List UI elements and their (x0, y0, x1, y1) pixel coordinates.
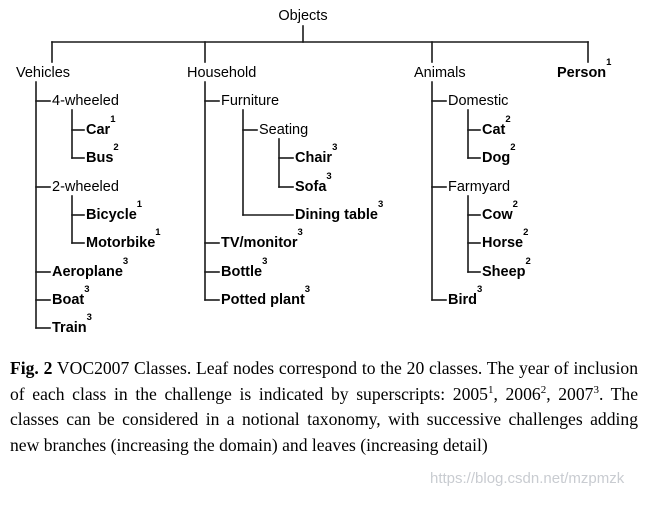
caption-sup-2007: 3 (593, 383, 599, 396)
tree-node-vehicles[interactable]: Vehicles (16, 65, 70, 81)
tree-node-superscript-cat: 2 (505, 114, 510, 125)
tree-connector-lines (35, 25, 589, 329)
tree-node-label-bicycle: Bicycle (86, 207, 137, 223)
tree-node-tvmonitor[interactable]: TV/monitor3 (221, 227, 303, 251)
tree-node-label-objects: Objects (278, 8, 327, 24)
tree-node-label-cat: Cat (482, 122, 506, 138)
tree-node-superscript-bicycle: 1 (137, 199, 143, 210)
tree-node-cat[interactable]: Cat2 (482, 114, 511, 138)
tree-node-cow[interactable]: Cow2 (482, 199, 518, 223)
tree-node-dog[interactable]: Dog2 (482, 142, 515, 166)
tree-node-superscript-motorbike: 1 (155, 227, 161, 238)
tree-node-label-bus: Bus (86, 150, 113, 166)
tree-node-superscript-sheep: 2 (526, 256, 531, 267)
tree-node-animals[interactable]: Animals (414, 65, 466, 81)
tree-node-aeroplane[interactable]: Aeroplane3 (52, 256, 128, 280)
figure-caption-text: VOC2007 Classes. Leaf nodes correspond t… (10, 358, 638, 455)
tree-node-label-4wheeled: 4-wheeled (52, 93, 119, 109)
tree-node-superscript-aeroplane: 3 (123, 256, 128, 267)
tree-node-car[interactable]: Car1 (86, 114, 116, 138)
tree-node-bicycle[interactable]: Bicycle1 (86, 199, 143, 223)
tree-node-label-horse: Horse (482, 235, 523, 251)
tree-node-label-aeroplane: Aeroplane (52, 264, 123, 280)
tree-node-bird[interactable]: Bird3 (448, 284, 482, 308)
tree-node-superscript-dog: 2 (510, 142, 515, 153)
caption-sup-2005: 1 (487, 383, 494, 396)
tree-node-superscript-cow: 2 (513, 199, 518, 210)
tree-node-superscript-car: 1 (110, 114, 116, 125)
tree-node-label-diningtable: Dining table (295, 207, 378, 223)
tree-node-seating[interactable]: Seating (259, 122, 308, 138)
tree-node-superscript-bird: 3 (477, 284, 482, 295)
tree-node-superscript-sofa: 3 (326, 171, 331, 182)
tree-node-label-domestic: Domestic (448, 93, 508, 109)
tree-node-label-person: Person (557, 65, 606, 81)
tree-node-furniture[interactable]: Furniture (221, 93, 279, 109)
tree-node-label-boat: Boat (52, 292, 84, 308)
tree-node-objects: Objects (278, 8, 327, 24)
tree-node-train[interactable]: Train3 (52, 312, 92, 336)
tree-node-bottle[interactable]: Bottle3 (221, 256, 267, 280)
watermark-text: https://blog.csdn.net/mzpmzk (430, 470, 625, 487)
tree-node-motorbike[interactable]: Motorbike1 (86, 227, 161, 251)
tree-node-household[interactable]: Household (187, 65, 256, 81)
tree-node-label-car: Car (86, 122, 111, 138)
tree-node-superscript-pottedplant: 3 (305, 284, 310, 295)
caption-sup-2006: 2 (540, 383, 547, 396)
tree-node-label-dog: Dog (482, 150, 510, 166)
tree-node-superscript-chair: 3 (332, 142, 337, 153)
tree-node-superscript-boat: 3 (84, 284, 89, 295)
tree-node-pottedplant[interactable]: Potted plant3 (221, 284, 310, 308)
tree-node-bus[interactable]: Bus2 (86, 142, 119, 166)
tree-node-person[interactable]: Person1 (557, 57, 612, 81)
tree-node-label-sheep: Sheep (482, 264, 526, 280)
tree-node-boat[interactable]: Boat3 (52, 284, 90, 308)
tree-node-2wheeled[interactable]: 2-wheeled (52, 179, 119, 195)
tree-node-chair[interactable]: Chair3 (295, 142, 337, 166)
tree-node-superscript-tvmonitor: 3 (298, 227, 303, 238)
tree-node-sofa[interactable]: Sofa3 (295, 171, 332, 195)
caption-segment-1: VOC2007 Classes. Leaf nodes correspond t… (10, 358, 638, 404)
tree-node-sheep[interactable]: Sheep2 (482, 256, 531, 280)
tree-node-label-tvmonitor: TV/monitor (221, 235, 298, 251)
tree-node-superscript-diningtable: 3 (378, 199, 383, 210)
tree-node-label-motorbike: Motorbike (86, 235, 155, 251)
tree-node-label-sofa: Sofa (295, 179, 327, 195)
tree-node-superscript-person: 1 (606, 57, 612, 68)
tree-node-label-vehicles: Vehicles (16, 65, 70, 81)
tree-node-label-farmyard: Farmyard (448, 179, 510, 195)
tree-node-label-bird: Bird (448, 292, 477, 308)
tree-node-label-bottle: Bottle (221, 264, 262, 280)
tree-node-label-pottedplant: Potted plant (221, 292, 305, 308)
tree-node-superscript-horse: 2 (523, 227, 528, 238)
tree-node-horse[interactable]: Horse2 (482, 227, 528, 251)
tree-node-label-animals: Animals (414, 65, 466, 81)
tree-node-label-2wheeled: 2-wheeled (52, 179, 119, 195)
tree-node-farmyard[interactable]: Farmyard (448, 179, 510, 195)
tree-node-superscript-bottle: 3 (262, 256, 267, 267)
caption-segment-2: , 2006 (493, 383, 541, 404)
tree-node-label-household: Household (187, 65, 256, 81)
tree-node-4wheeled[interactable]: 4-wheeled (52, 93, 119, 109)
tree-node-label-train: Train (52, 320, 87, 336)
tree-node-domestic[interactable]: Domestic (448, 93, 508, 109)
tree-node-superscript-bus: 2 (113, 142, 118, 153)
tree-node-label-chair: Chair (295, 150, 332, 166)
tree-node-label-furniture: Furniture (221, 93, 279, 109)
tree-node-label-cow: Cow (482, 207, 513, 223)
figure-label: Fig. 2 (10, 358, 53, 378)
tree-node-superscript-train: 3 (87, 312, 92, 323)
caption-segment-4: . The classes can be considered in a not… (10, 383, 639, 455)
caption-segment-3: , 2007 (546, 383, 594, 404)
tree-node-label-seating: Seating (259, 122, 308, 138)
tree-node-diningtable[interactable]: Dining table3 (295, 199, 383, 223)
figure-caption: Fig. 2 VOC2007 Classes. Leaf nodes corre… (10, 356, 638, 458)
